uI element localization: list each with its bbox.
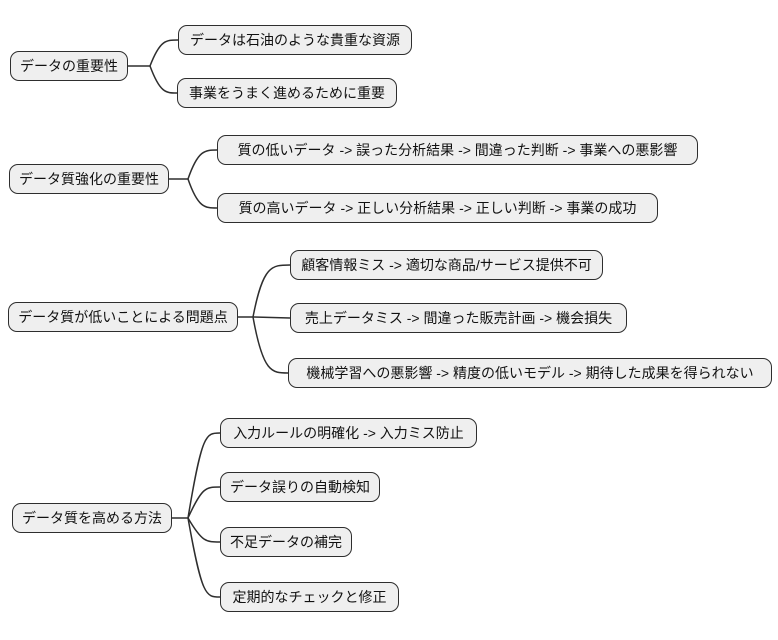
connector-g4-child2 [187,486,221,519]
node-ways-to-improve-quality: データ質を高める方法 [12,503,172,533]
node-sales-data-error: 売上データミス -> 間違った販売計画 -> 機会損失 [290,303,627,333]
connector-g2-child2 [187,178,218,209]
node-data-valuable-resource: データは石油のような貴重な資源 [178,25,412,55]
connector-g1-child1 [149,39,179,67]
connector-g1-child2 [149,65,178,94]
connector-g3-child1 [252,264,291,318]
node-machine-learning-impact: 機械学習への悪影響 -> 精度の低いモデル -> 期待した成果を得られない [288,358,772,388]
node-fill-missing-data: 不足データの補完 [220,527,352,557]
node-importance-of-data: データの重要性 [10,51,128,81]
node-periodic-check-and-fix: 定期的なチェックと修正 [220,582,399,612]
node-problems-from-low-quality: データ質が低いことによる問題点 [8,302,238,332]
connector-g2-child1 [187,149,218,180]
connector-g4-child3 [187,517,221,543]
node-important-for-business: 事業をうまく進めるために重要 [177,78,397,108]
connector-g4-child1 [187,432,221,519]
node-high-quality-data-chain: 質の高いデータ -> 正しい分析結果 -> 正しい判断 -> 事業の成功 [217,193,658,223]
node-customer-info-error: 顧客情報ミス -> 適切な商品/サービス提供不可 [290,250,603,280]
node-low-quality-data-chain: 質の低いデータ -> 誤った分析結果 -> 間違った判断 -> 事業への悪影響 [217,135,698,165]
node-importance-of-data-quality: データ質強化の重要性 [9,164,169,194]
connector-g3-child3 [252,316,289,374]
node-auto-error-detection: データ誤りの自動検知 [220,472,380,502]
connector-g4-child4 [187,517,221,598]
node-input-rules-clarification: 入力ルールの明確化 -> 入力ミス防止 [220,418,477,448]
connector-g3-child2 [252,316,291,319]
